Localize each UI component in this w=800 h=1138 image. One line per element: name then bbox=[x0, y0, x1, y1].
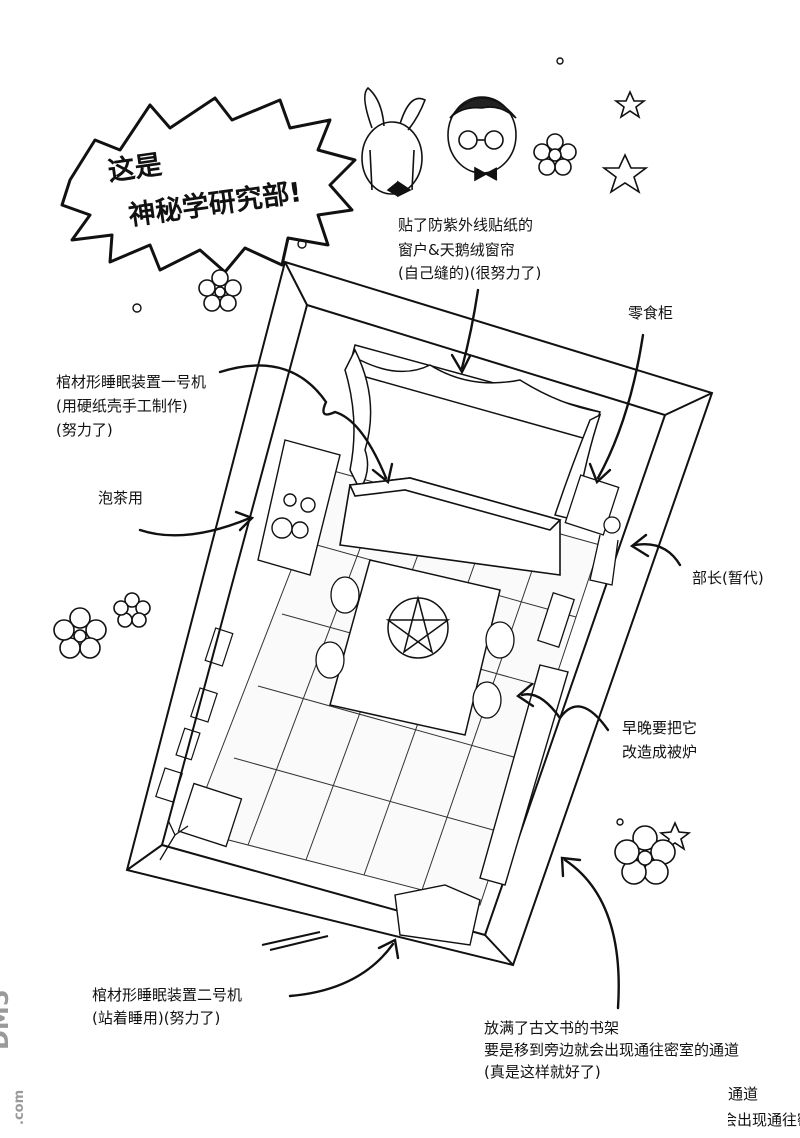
title-line-1: 这是 bbox=[106, 149, 164, 188]
chopsticks bbox=[261, 931, 329, 951]
window-curtains bbox=[344, 344, 602, 521]
watermark-logo-text: DM5 bbox=[0, 989, 14, 1050]
annotation-line: 窗户&天鹅绒窗帘 bbox=[398, 241, 515, 259]
annotation-line: 棺材形睡眠装置一号机 bbox=[56, 373, 207, 391]
annotation-line: (自己缝的)(很努力了) bbox=[398, 264, 542, 282]
bunny-girl-chibi bbox=[361, 86, 427, 198]
bookshelf bbox=[479, 664, 569, 886]
flower-decoration bbox=[53, 607, 107, 659]
annotation-line: 泡茶用 bbox=[98, 489, 144, 507]
annotation-line: (努力了) bbox=[56, 421, 113, 439]
bottom-left-clutter bbox=[159, 782, 243, 861]
coffin-one bbox=[339, 477, 562, 576]
chairs bbox=[315, 576, 515, 719]
annotation-line: (真是这样就好了) bbox=[484, 1063, 601, 1081]
flower-decoration bbox=[113, 592, 151, 628]
star-decoration bbox=[613, 90, 647, 119]
title-burst bbox=[60, 96, 357, 274]
watermark-domain: .com bbox=[12, 1089, 27, 1125]
flower-decoration bbox=[533, 133, 577, 176]
flower-decoration bbox=[198, 269, 242, 312]
wall-frames bbox=[155, 627, 234, 803]
president-figure bbox=[564, 474, 621, 586]
coffin-two bbox=[394, 884, 481, 946]
annotation-line: 放满了古文书的书架 bbox=[484, 1019, 620, 1037]
glasses-boy-chibi bbox=[447, 96, 517, 182]
annotation-line: 零食柜 bbox=[628, 304, 674, 322]
annotation-line: 早晚要把它 bbox=[622, 719, 698, 737]
annotation-line: 要是移到旁边就会出现通往密室的通道 bbox=[484, 1041, 740, 1059]
cutoff-text-block: 通道 会出现通往密 bbox=[728, 1084, 800, 1138]
small-object bbox=[536, 592, 576, 648]
annotation-arrows bbox=[138, 288, 682, 1010]
annotation-line: (用硬纸壳手工制作) bbox=[56, 397, 188, 415]
star-decoration bbox=[601, 153, 649, 194]
cutoff-line: 通道 bbox=[728, 1085, 759, 1103]
flower-decoration bbox=[614, 825, 676, 885]
annotation-line: 棺材形睡眠装置二号机 bbox=[92, 986, 243, 1004]
tea-shelf bbox=[257, 439, 341, 576]
annotation-line: 改造成被炉 bbox=[622, 743, 698, 761]
cutoff-line: 会出现通往密 bbox=[728, 1111, 800, 1129]
annotation-line: 贴了防紫外线贴纸的 bbox=[398, 216, 534, 234]
watermark-logo: DM5 bbox=[0, 960, 14, 1050]
annotation-line: 部长(暂代) bbox=[692, 569, 764, 587]
annotation-line: (站着睡用)(努力了) bbox=[92, 1009, 221, 1027]
